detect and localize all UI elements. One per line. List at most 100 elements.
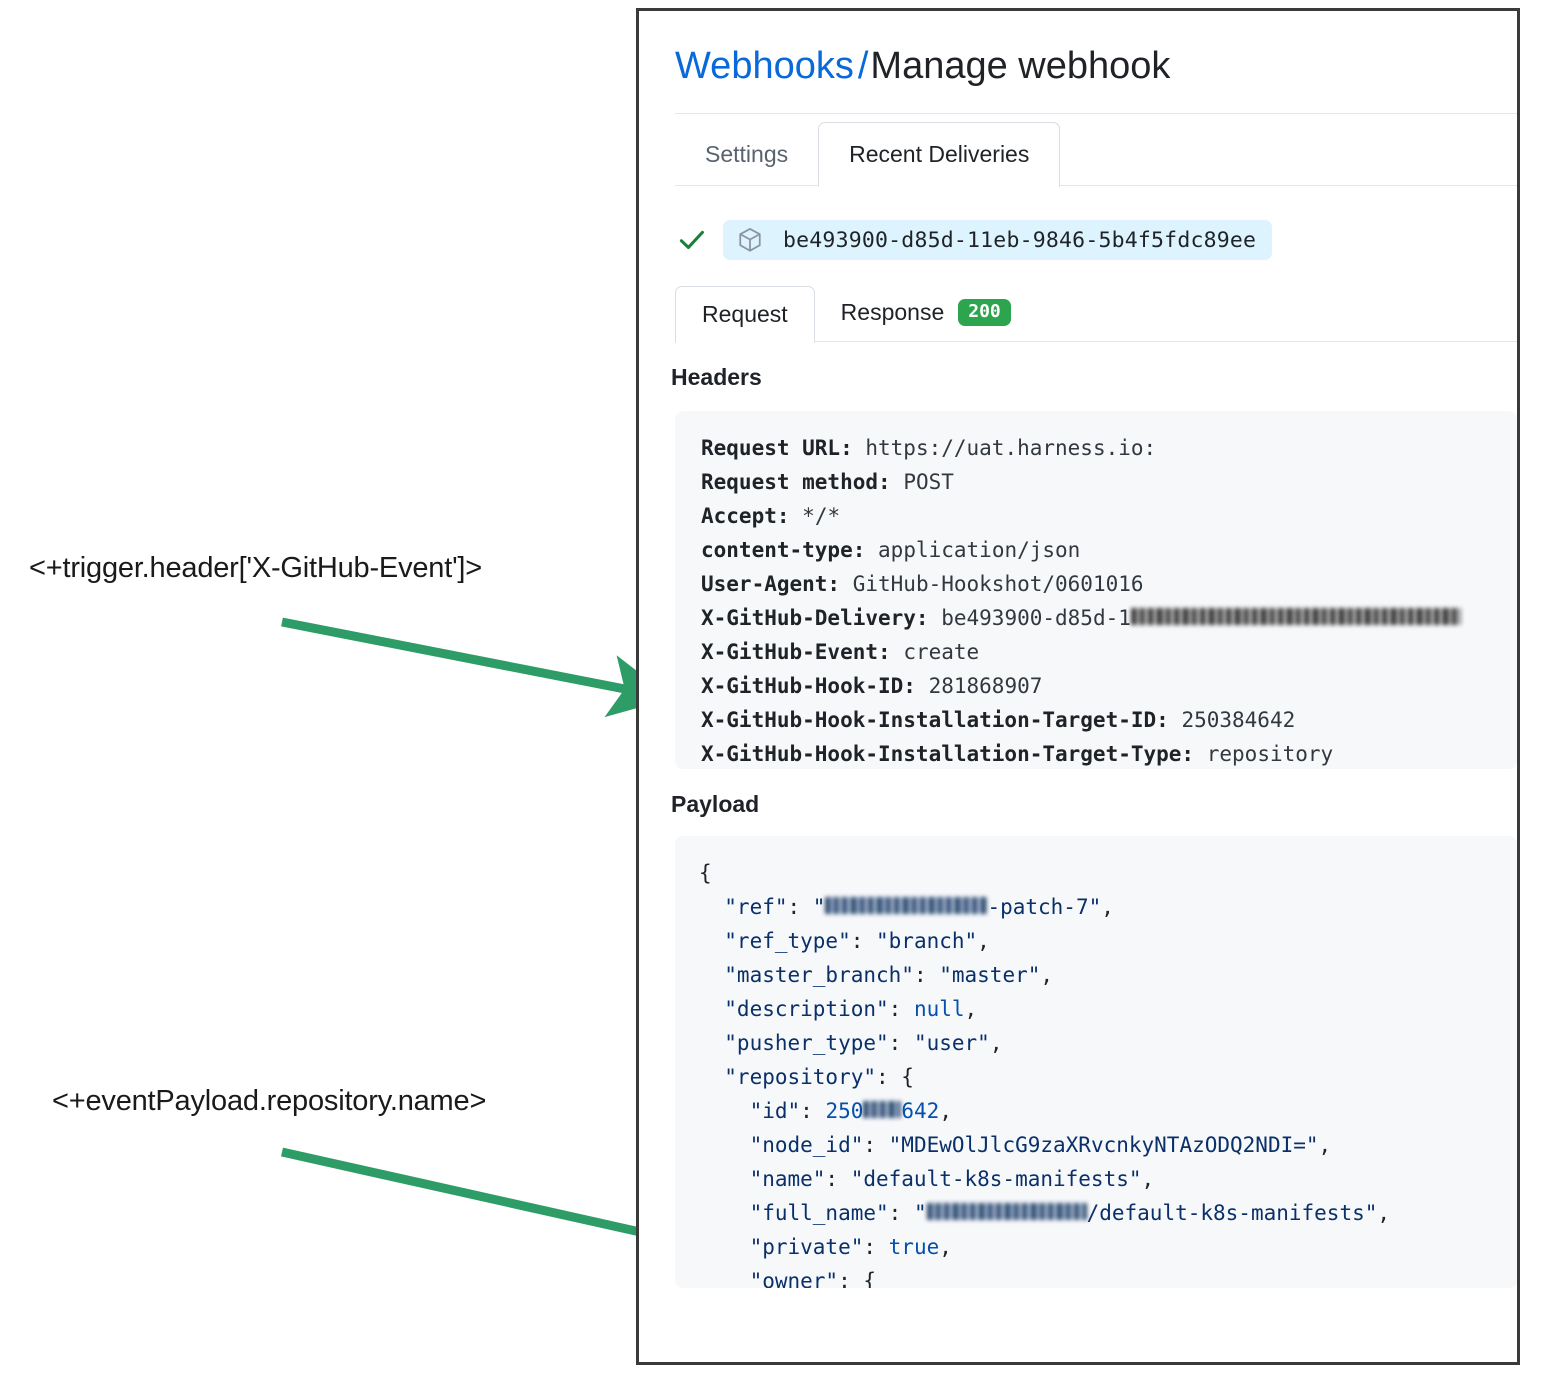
json-key: "node_id" (749, 1133, 864, 1157)
json-comma: , (1318, 1133, 1332, 1157)
tab-response-label: Response (840, 299, 945, 325)
webhook-panel: Webhooks/Manage webhook Settings Recent … (636, 8, 1520, 1365)
json-key: "description" (724, 997, 889, 1021)
header-value: create (903, 640, 980, 664)
request-response-tabbar: Request Response 200 (675, 280, 1517, 343)
header-line: X-GitHub-Hook-ID: 281868907 (701, 669, 1517, 703)
json-comma: , (989, 1031, 1003, 1055)
header-line: X-GitHub-Delivery: be493900-d85d-1 (701, 601, 1517, 635)
header-value: application/json (878, 538, 1081, 562)
delivery-row[interactable]: be493900-d85d-11eb-9846-5b4f5fdc89ee (679, 220, 1517, 260)
json-value: "user" (913, 1031, 990, 1055)
redacted-owner-name (926, 1203, 1087, 1220)
header-key: content-type: (701, 538, 866, 562)
annotation-payload-expression: <+eventPayload.repository.name> (52, 1085, 487, 1117)
header-key: Request method: (701, 470, 891, 494)
tab-recent-deliveries[interactable]: Recent Deliveries (818, 122, 1061, 187)
header-key: User-Agent: (701, 572, 841, 596)
redacted-repo-id (863, 1101, 902, 1118)
header-line: User-Agent: GitHub-Hookshot/0601016 (701, 567, 1517, 601)
header-key: X-GitHub-Event: (701, 640, 891, 664)
header-line: Request method: POST (701, 465, 1517, 499)
json-literal: null (913, 997, 965, 1021)
json-line: "pusher_type": "user", (724, 1031, 1003, 1055)
json-comma: , (939, 1099, 952, 1123)
breadcrumb-separator: / (857, 45, 869, 87)
json-comma: , (939, 1235, 952, 1259)
header-key: Accept: (701, 504, 790, 528)
json-value: "master" (939, 963, 1041, 987)
header-value: POST (903, 470, 954, 494)
json-comma: , (1101, 895, 1114, 919)
status-badge: 200 (958, 299, 1011, 326)
header-value: repository (1206, 742, 1334, 766)
webhook-tabbar: Settings Recent Deliveries (675, 114, 1517, 187)
json-line: "node_id": "MDEwOlJlcG9zaXRvcnkyNTAzODQ2… (749, 1133, 1332, 1157)
header-line: X-GitHub-Hook-Installation-Target-ID: 25… (701, 703, 1517, 737)
json-line: "ref": "-patch-7", (724, 895, 1114, 919)
payload-label: Payload (671, 791, 760, 817)
json-key: "ref" (724, 895, 788, 919)
cube-icon (739, 228, 761, 252)
header-key: X-GitHub-Hook-Installation-Target-ID: (701, 708, 1169, 732)
json-key: "owner" (749, 1269, 839, 1288)
headers-code-block: Request URL: https://uat.harness.io: Req… (675, 411, 1517, 769)
header-line: content-type: application/json (701, 533, 1517, 567)
delivery-id-text: be493900-d85d-11eb-9846-5b4f5fdc89ee (783, 227, 1257, 253)
tab-request[interactable]: Request (675, 286, 815, 343)
header-value: be493900-d85d-1 (941, 606, 1131, 630)
json-line: "full_name": "/default-k8s-manifests", (749, 1201, 1391, 1225)
tab-response[interactable]: Response 200 (815, 299, 1037, 342)
title-divider (675, 113, 1517, 114)
json-key: "repository" (724, 1065, 876, 1089)
json-value: "default-k8s-manifests" (850, 1167, 1142, 1191)
header-line: X-GitHub-Event: create (701, 635, 1517, 669)
json-line: "repository": { (724, 1065, 914, 1089)
json-comma: , (1141, 1167, 1155, 1191)
header-key: X-GitHub-Hook-Installation-Target-Type: (701, 742, 1195, 766)
header-key: X-GitHub-Delivery: (701, 606, 929, 630)
payload-code-block: { "ref": "-patch-7", "ref_type": "branch… (675, 836, 1517, 1288)
tab-settings[interactable]: Settings (705, 141, 789, 167)
header-value: 281868907 (928, 674, 1043, 698)
delivery-id-pill[interactable]: be493900-d85d-11eb-9846-5b4f5fdc89ee (723, 220, 1273, 260)
check-icon (679, 230, 704, 250)
header-line: Accept: */* (701, 499, 1517, 533)
json-key: "name" (749, 1167, 826, 1191)
json-brace: { (699, 861, 712, 885)
header-value: 250384642 (1181, 708, 1296, 732)
header-key: X-GitHub-Hook-ID: (701, 674, 916, 698)
json-key: "id" (749, 1099, 801, 1123)
page-title: Webhooks/Manage webhook (639, 11, 1517, 85)
redacted-delivery-id (1130, 608, 1461, 625)
json-key: "private" (749, 1235, 864, 1259)
json-value: "MDEwOlJlcG9zaXRvcnkyNTAzODQ2NDI=" (888, 1133, 1319, 1157)
json-key: "pusher_type" (724, 1031, 889, 1055)
json-line: "ref_type": "branch", (724, 929, 990, 953)
breadcrumb-current: Manage webhook (870, 45, 1171, 87)
redacted-username (825, 897, 988, 914)
json-comma: , (964, 997, 978, 1021)
json-value: -patch-7" (987, 895, 1102, 919)
json-brace: { (863, 1269, 877, 1288)
json-brace: { (901, 1065, 914, 1089)
json-line: "owner": { (699, 1264, 1517, 1288)
annotation-header-expression: <+trigger.header['X-GitHub-Event']> (29, 552, 483, 584)
json-comma: , (1377, 1201, 1391, 1225)
json-value: /default-k8s-manifests" (1086, 1201, 1378, 1225)
json-literal: 642 (901, 1099, 940, 1123)
json-literal: 250 (825, 1099, 864, 1123)
breadcrumb-webhooks-link[interactable]: Webhooks (675, 45, 854, 87)
header-value: */* (802, 504, 841, 528)
json-key: "ref_type" (724, 929, 851, 953)
header-key: Request URL: (701, 436, 853, 460)
headers-label: Headers (671, 364, 762, 390)
json-line: "name": "default-k8s-manifests", (749, 1167, 1155, 1191)
json-line: "description": null, (724, 997, 978, 1021)
json-literal: true (888, 1235, 940, 1259)
header-line: X-GitHub-Hook-Installation-Target-Type: … (701, 737, 1517, 769)
json-line: "master_branch": "master", (724, 963, 1054, 987)
json-key: "full_name" (749, 1201, 889, 1225)
json-key: "master_branch" (724, 963, 914, 987)
